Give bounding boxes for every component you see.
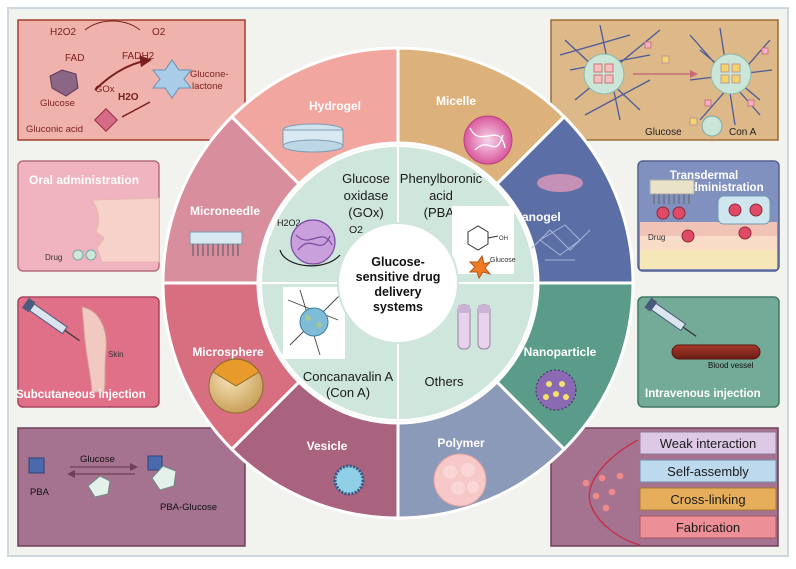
oral-title: Oral administration <box>29 173 139 187</box>
inner-others-quadrant: Others <box>424 304 491 389</box>
cona-panel-glucose-label: Glucose <box>645 127 682 138</box>
others-label: Others <box>424 374 464 389</box>
ring-label-nanoparticle: Nanoparticle <box>524 345 597 359</box>
transdermal-drug-label: Drug <box>648 233 665 242</box>
center-circle <box>337 222 459 344</box>
ring-sector-hydrogel <box>229 46 400 187</box>
transdermal-title-2: administration <box>684 182 763 194</box>
polymer-illustration <box>433 453 487 507</box>
pba-binding-panel: PBA Glucose PBA-Glucose <box>17 427 246 547</box>
cona-panel-cona-label: Con A <box>729 127 757 138</box>
cona-line-1: Concanavalin A <box>303 369 394 384</box>
pba-square-icon <box>28 457 45 474</box>
gox-polymer-ball-icon <box>290 219 336 265</box>
pba-line-2: acid <box>429 188 453 203</box>
syringe-icon <box>21 297 80 342</box>
gox-line-3: (GOx) <box>348 205 383 220</box>
mech-fabrication <box>639 515 777 539</box>
gox-o2-label: O2 <box>349 224 363 236</box>
mech-fab-label: Fabrication <box>676 520 740 535</box>
panel-fad-label: FAD <box>65 53 84 64</box>
hydrogel-illustration <box>282 123 344 153</box>
gox-h2o2-label: H2O2 <box>277 218 301 228</box>
ring-label-hydrogel: Hydrogel <box>309 99 361 113</box>
panel-gox-label: GOx <box>95 84 115 95</box>
nanogel-illustration <box>529 174 591 261</box>
subcutaneous-skin-label: Skin <box>108 350 124 359</box>
gox-line-1: Glucose <box>342 171 390 186</box>
ring-label-nanogel: Nanogel <box>513 210 560 224</box>
central-wheel: Hydrogel Micelle Nanogel Nanoparticle Po… <box>161 46 635 520</box>
transdermal-title-1: Transdermal <box>670 170 738 182</box>
subcutaneous-title: Subcutaneous injection <box>16 389 146 401</box>
vesicle-illustration <box>333 464 365 496</box>
mech-cross-linking <box>639 487 777 511</box>
gox-reaction-panel: H2O2 O2 FAD FADH2 Glucose GOx H2O Glucon… <box>17 19 246 141</box>
pba-panel-pba-label: PBA <box>30 487 50 498</box>
nanoparticle-illustration <box>535 369 577 411</box>
pba-line-3: (PBA) <box>424 205 459 220</box>
cona-bead-icon <box>583 53 625 95</box>
pba-burst-icon <box>468 254 492 280</box>
panel-h2o2-label: H2O2 <box>50 27 77 38</box>
mechanism-panel: Weak interaction Self-assembly Cross-lin… <box>550 427 779 547</box>
panel-lactone-label-1: Glucone- <box>190 69 229 80</box>
intravenous-vessel-label: Blood vessel <box>708 361 754 370</box>
ring-label-vesicle: Vesicle <box>307 439 348 453</box>
glucose-pentagon-icon <box>49 69 79 97</box>
gluconolactone-star-icon <box>151 59 193 99</box>
panel-h2o-label: H2O <box>118 92 139 103</box>
ring-label-microneedle: Microneedle <box>190 204 260 218</box>
pba-panel-complex-label: PBA-Glucose <box>160 502 217 513</box>
mech-weak-interaction <box>639 431 777 455</box>
panel-fadh2-label: FADH2 <box>122 51 155 62</box>
oral-drug-label: Drug <box>45 253 62 262</box>
pba-panel-glucose-label: Glucose <box>80 454 115 465</box>
mech-weak-label: Weak interaction <box>660 436 757 451</box>
gox-line-2: oxidase <box>344 188 389 203</box>
pba-oh-label: OH <box>499 236 508 242</box>
center-title-4: systems <box>373 300 423 314</box>
intravenous-title: Intravenous injection <box>645 388 761 400</box>
mech-self-assembly <box>639 459 777 483</box>
mech-cross-label: Cross-linking <box>670 492 745 507</box>
blood-vessel-icon <box>671 344 761 360</box>
glucose-hex-icon <box>87 475 111 498</box>
intravenous-panel: Blood vessel Intravenous injection <box>637 296 780 408</box>
panel-glucose-label: Glucose <box>40 98 75 109</box>
transdermal-panel: Transdermal administration Drug <box>637 160 780 272</box>
panel-lactone-label-2: lactone <box>192 81 223 92</box>
mech-self-label: Self-assembly <box>667 464 749 479</box>
ring-label-micelle: Micelle <box>436 94 476 108</box>
center-title-3: delivery <box>374 285 421 299</box>
oral-administration-panel: Oral administration Drug <box>17 160 160 272</box>
ring-label-microsphere: Microsphere <box>192 345 264 359</box>
inner-cona-quadrant: Concanavalin A (Con A) <box>283 287 393 400</box>
pba-line-1: Phenylboronic <box>400 171 483 186</box>
cona-line-2: (Con A) <box>326 385 370 400</box>
pba-glucose-label: Glucose <box>490 257 516 264</box>
micelle-illustration <box>463 115 513 165</box>
inner-gox-quadrant: Glucose oxidase (GOx) O2 H2O2 <box>277 171 390 267</box>
panel-gluconic-label: Gluconic acid <box>26 124 83 135</box>
panel-o2-label: O2 <box>152 27 166 38</box>
ring-label-polymer: Polymer <box>437 436 485 450</box>
microsphere-illustration <box>208 358 264 414</box>
gluconic-acid-diamond-icon <box>93 107 119 133</box>
subcutaneous-injection-panel: Skin Subcutaneous injection <box>16 296 160 408</box>
cona-network-panel: Glucose Con A <box>550 19 779 141</box>
iv-syringe-icon <box>644 297 697 337</box>
microneedle-illustration <box>189 231 243 256</box>
inner-pba-quadrant: Phenylboronic acid (PBA) OH Glucose <box>400 171 516 280</box>
center-title-1: Glucose- <box>371 255 425 269</box>
center-title-2: sensitive drug <box>356 270 441 284</box>
